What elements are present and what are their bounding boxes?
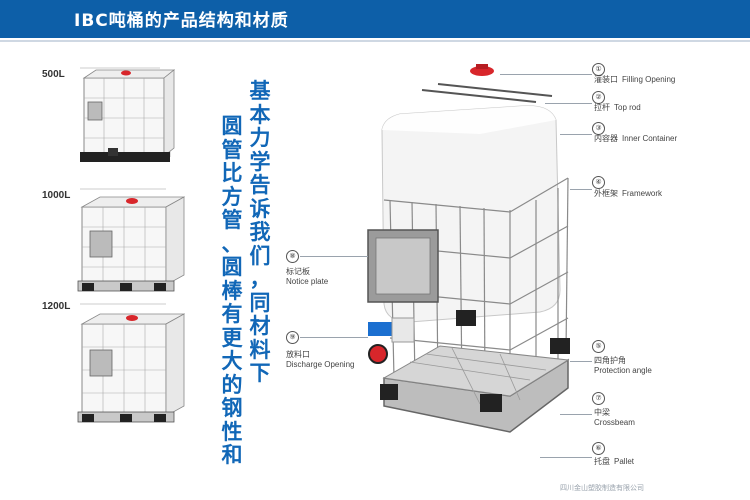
slogan-column-1: 基本力学告诉我们，同材料下 bbox=[249, 79, 271, 385]
callout-number-2: ② bbox=[592, 91, 605, 104]
discharge-valve bbox=[368, 322, 394, 336]
callout-number-9: ⑨ bbox=[286, 331, 299, 344]
top-rod-2 bbox=[437, 83, 553, 97]
size-label-1200l: 1200L bbox=[42, 301, 71, 312]
callout-number-7: ⑦ bbox=[592, 392, 605, 405]
callout-number-6: ⑥ bbox=[592, 442, 605, 455]
callout-number-5: ⑤ bbox=[592, 340, 605, 353]
tank-500l-illustration bbox=[80, 67, 176, 162]
callout-number-8: ⑧ bbox=[286, 250, 299, 263]
company-watermark: 四川金山塑胶制造有限公司 bbox=[560, 484, 644, 492]
size-label-500l: 500L bbox=[42, 69, 65, 80]
page-header: IBC吨桶的产品结构和材质 bbox=[0, 0, 750, 38]
top-rod-1 bbox=[421, 89, 537, 103]
tank-1200l-illustration bbox=[77, 303, 185, 423]
corner-protector bbox=[550, 338, 570, 354]
page-title: IBC吨桶的产品结构和材质 bbox=[74, 11, 289, 31]
callout-number-4: ④ bbox=[592, 176, 605, 189]
ibc-tank-main-illustration bbox=[367, 64, 570, 433]
callout-number-1: ① bbox=[592, 63, 605, 76]
header-divider bbox=[0, 40, 750, 42]
tank-1000l-illustration bbox=[77, 188, 185, 292]
callout-number-3: ③ bbox=[592, 122, 605, 135]
slogan-column-2: 圆管比方管、圆棒有更大的钢性和 bbox=[221, 114, 243, 467]
size-label-1000l: 1000L bbox=[42, 190, 71, 201]
